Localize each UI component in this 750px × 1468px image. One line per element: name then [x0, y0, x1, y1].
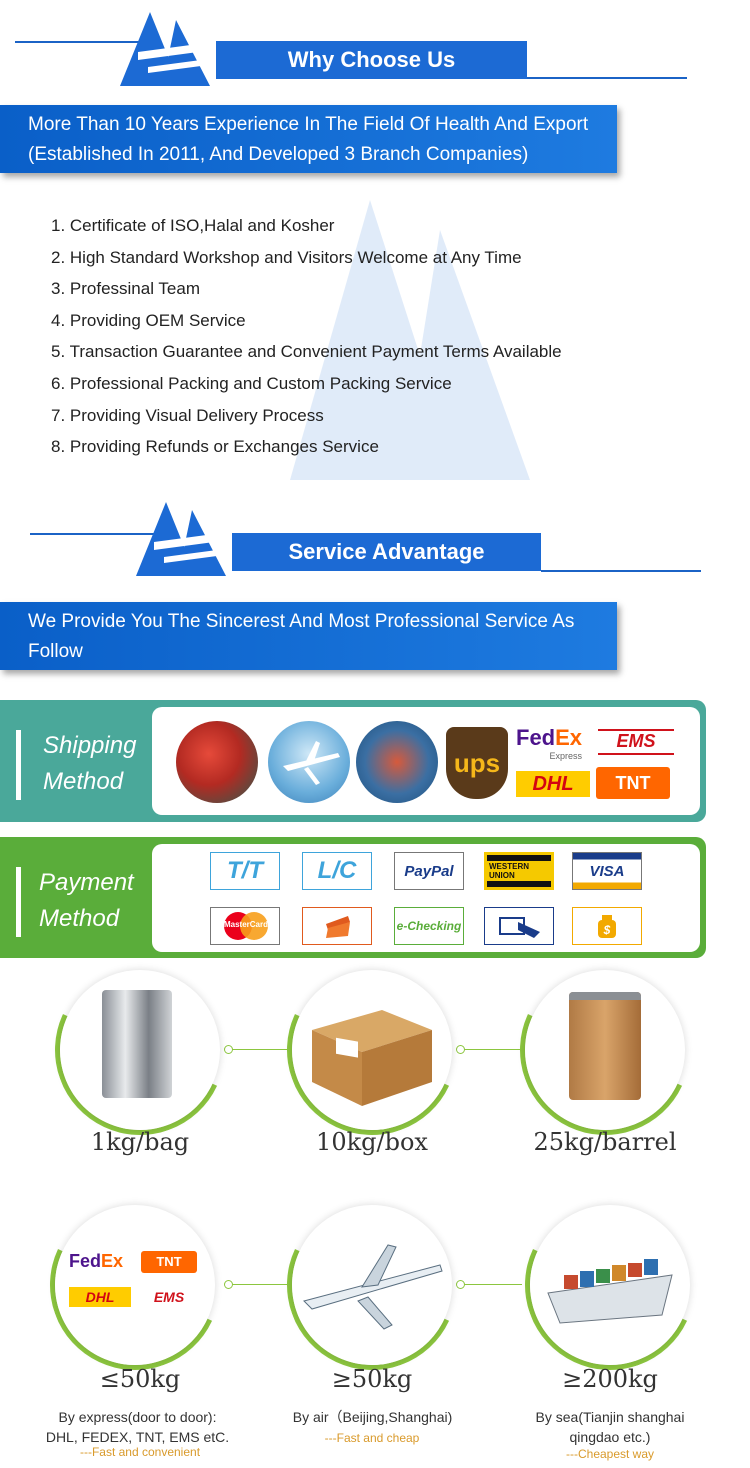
- air-note: ---Fast and cheap: [324, 1431, 420, 1445]
- paypal-badge: PayPal: [394, 852, 464, 890]
- delivery-section: FedEx TNT DHL EMS ≤50kg By express(door …: [0, 1176, 750, 1468]
- svg-text:$: $: [603, 923, 611, 937]
- header-line-right: [541, 570, 701, 572]
- shipping-method-panel: Shipping Method ups FedEx Express EMS DH…: [0, 700, 706, 822]
- lc-badge: L/C: [302, 852, 372, 890]
- list-item: 5. Transaction Guarantee and Convenient …: [51, 342, 562, 362]
- payment-method-panel: Payment Method T/T L/C PayPal WESTERN UN…: [0, 837, 706, 958]
- connector-line: [462, 1049, 522, 1050]
- accent-bar: [16, 867, 21, 937]
- payment-label: Payment Method: [39, 869, 134, 932]
- why-intro-box: More Than 10 Years Experience In The Fie…: [0, 105, 617, 173]
- connector-dot: [224, 1045, 233, 1054]
- express-weight: ≤50kg: [99, 1365, 181, 1393]
- shipping-logos: ups FedEx Express EMS DHL TNT: [152, 707, 700, 815]
- sea-note: ---Cheapest way: [565, 1447, 655, 1461]
- fedex-logo: FedEx: [69, 1251, 124, 1271]
- connector-line: [230, 1049, 290, 1050]
- express-image: FedEx TNT DHL EMS: [55, 1205, 215, 1365]
- western-union-badge: WESTERN UNION: [484, 852, 554, 890]
- section-title: Why Choose Us: [216, 41, 527, 79]
- sea-image: [530, 1205, 690, 1365]
- header-line-right: [527, 77, 687, 79]
- list-item: 8. Providing Refunds or Exchanges Servic…: [51, 437, 379, 457]
- barrel-image: [525, 970, 685, 1130]
- tnt-logo: TNT: [141, 1251, 197, 1273]
- tnt-logo: TNT: [596, 767, 670, 799]
- header-line-left: [15, 41, 145, 43]
- shipping-label: Shipping Method: [43, 732, 137, 795]
- connector-dot: [456, 1045, 465, 1054]
- air-desc: By air（Beijing,Shanghai): [292, 1409, 453, 1425]
- list-item: 7. Providing Visual Delivery Process: [51, 405, 324, 425]
- connector-line: [230, 1284, 290, 1285]
- money-bag-badge-icon: $: [572, 907, 642, 945]
- visa-badge: VISA: [572, 852, 642, 890]
- why-choose-us-header: Why Choose Us: [0, 10, 750, 90]
- cargo-ship-icon: [356, 721, 438, 803]
- list-item: 3. Professinal Team: [51, 279, 200, 299]
- express-desc: By express(door to door): DHL, FEDEX, TN…: [45, 1409, 230, 1445]
- box-caption: 10kg/box: [316, 1128, 428, 1156]
- bag-caption: 1kg/bag: [90, 1128, 190, 1156]
- ups-logo-icon: ups: [446, 727, 508, 799]
- dhl-logo: DHL: [69, 1287, 131, 1307]
- why-intro-line-1: More Than 10 Years Experience In The Fie…: [28, 114, 589, 135]
- company-logo-icon: [120, 12, 216, 86]
- packaging-section: 1kg/bag 10kg/box 25kg/barrel: [0, 941, 750, 1180]
- connector-line: [462, 1284, 522, 1285]
- logo-watermark-icon: [290, 200, 530, 480]
- air-weight: ≥50kg: [331, 1365, 413, 1393]
- sea-desc: By sea(Tianjin shanghai qingdao etc.): [535, 1409, 685, 1445]
- service-intro-box: We Provide You The Sincerest And Most Pr…: [0, 602, 617, 670]
- box-image: [292, 970, 452, 1130]
- why-list: 1. Certificate of ISO,Halal and Kosher 2…: [51, 210, 671, 463]
- list-item: 4. Providing OEM Service: [51, 310, 246, 330]
- echecking-badge: e-Checking: [394, 907, 464, 945]
- sea-weight: ≥200kg: [562, 1365, 658, 1393]
- list-item: 6. Professional Packing and Custom Packi…: [51, 373, 452, 393]
- why-intro-line-2: (Established In 2011, And Developed 3 Br…: [28, 144, 529, 165]
- payment-logos: T/T L/C PayPal WESTERN UNION VISA Master…: [152, 844, 700, 952]
- accent-bar: [16, 730, 21, 800]
- service-intro-line-1: We Provide You The Sincerest And Most Pr…: [28, 611, 575, 632]
- airplane-icon: [268, 721, 350, 803]
- connector-dot: [224, 1280, 233, 1289]
- fedex-logo: FedEx Express: [516, 725, 583, 761]
- company-logo-icon: [136, 502, 232, 576]
- express-note: ---Fast and convenient: [79, 1445, 201, 1459]
- service-advantage-header: Service Advantage: [0, 500, 750, 580]
- tt-badge: T/T: [210, 852, 280, 890]
- ems-logo: EMS: [153, 1289, 185, 1305]
- ems-logo: EMS: [598, 729, 674, 755]
- mastercard-badge: MasterCard: [210, 907, 280, 945]
- dhl-logo: DHL: [516, 771, 590, 797]
- connector-dot: [456, 1280, 465, 1289]
- train-icon: [176, 721, 258, 803]
- service-intro-line-2: Follow: [28, 641, 83, 662]
- list-item: 2. High Standard Workshop and Visitors W…: [51, 247, 522, 267]
- air-image: [292, 1205, 452, 1365]
- bag-image: [60, 970, 220, 1130]
- wallet-badge-icon: [302, 907, 372, 945]
- header-line-left: [30, 533, 160, 535]
- list-item: 1. Certificate of ISO,Halal and Kosher: [51, 216, 335, 235]
- section-title: Service Advantage: [232, 533, 541, 571]
- card-swipe-badge-icon: [484, 907, 554, 945]
- barrel-caption: 25kg/barrel: [533, 1128, 677, 1156]
